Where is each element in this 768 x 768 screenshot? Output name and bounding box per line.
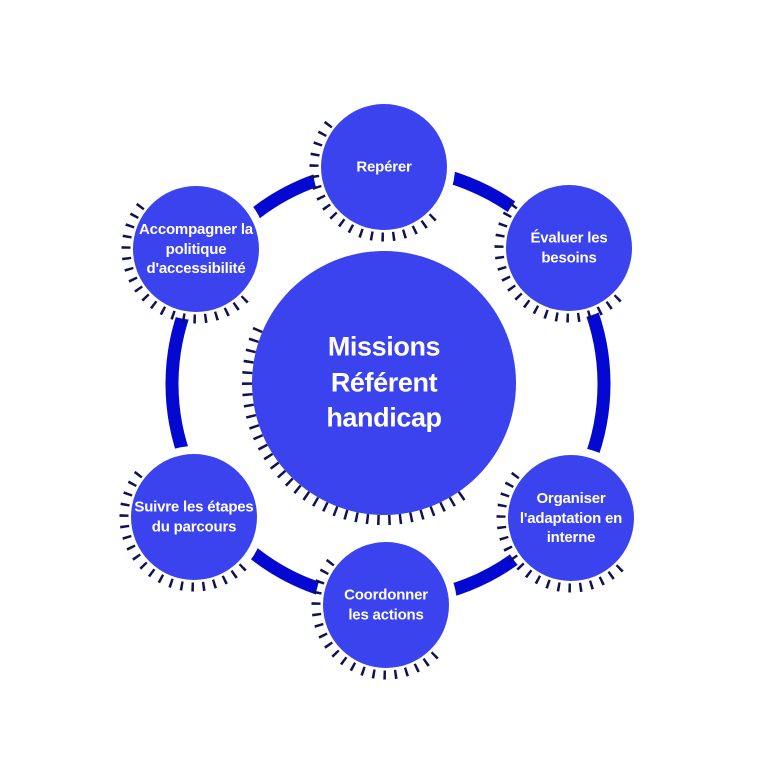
node-hatch-arc-reperer (309, 114, 437, 242)
node-label-evaluer: Évaluer les besoins (530, 229, 608, 267)
node-hatch-arc-organiser (496, 465, 624, 593)
node-circle-accompagner (133, 186, 259, 312)
node-circle-coordonner (323, 542, 449, 668)
node-hatch-arc-evaluer (494, 195, 622, 323)
center-circle (252, 251, 516, 515)
node-hatch-arc-coordonner (311, 552, 439, 680)
node-hatch-arc-accompagner (121, 196, 249, 324)
node-label-accompagner: Accompagner la politique d'accessibilité (139, 220, 253, 277)
node-label-suivre: Suivre les étapes du parcours (134, 498, 254, 536)
node-label-reperer: Repérer (356, 158, 412, 176)
node-circle-suivre (131, 454, 257, 580)
center-label: Missions Référent handicap (326, 331, 442, 433)
node-circle-evaluer (506, 185, 632, 311)
node-label-organiser: Organiser l'adaptation en interne (519, 489, 623, 546)
node-hatch-arc-suivre (119, 464, 247, 592)
node-circle-organiser (508, 455, 634, 581)
node-label-coordonner: Coordonner les actions (344, 586, 428, 624)
node-circle-reperer (321, 104, 447, 230)
